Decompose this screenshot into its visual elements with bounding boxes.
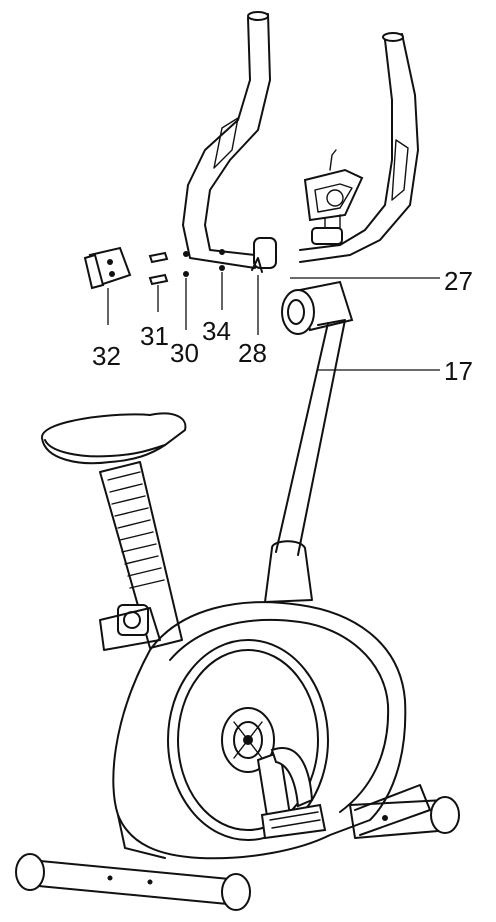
frame-shroud: [112, 601, 431, 860]
label-part-34: 34: [202, 316, 231, 346]
main-column: [264, 319, 346, 603]
label-part-28: 28: [238, 338, 267, 368]
label-part-27: 27: [444, 266, 473, 296]
flywheel: [167, 639, 329, 841]
pedal-crank: [256, 747, 327, 840]
label-part-31: 31: [140, 321, 169, 351]
part-32-cover: [83, 246, 132, 290]
console-bracket: [303, 149, 364, 245]
part-31-bolts: [148, 251, 169, 286]
label-part-17: 17: [444, 356, 473, 386]
label-part-30: 30: [170, 338, 199, 368]
part-28-clip: [251, 257, 263, 273]
part-30-washers: [183, 251, 189, 277]
rear-stabilizer: [349, 796, 460, 839]
front-stabilizer: [15, 853, 251, 911]
tension-knob: [281, 280, 354, 335]
seat-assembly: [40, 412, 187, 651]
part-34-nuts: [219, 249, 225, 271]
label-part-32: 32: [92, 341, 121, 371]
handlebar: [182, 11, 419, 269]
